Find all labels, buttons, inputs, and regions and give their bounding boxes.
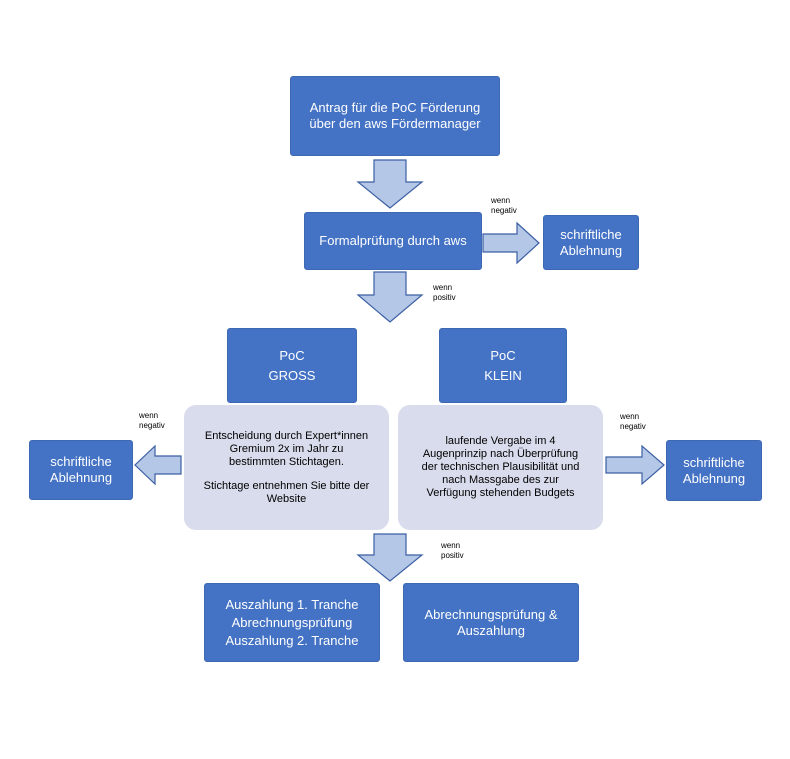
entscheidung-line-1: Entscheidung durch Expert*innen (204, 429, 369, 442)
ablehnung-right-line-2: Ablehnung (682, 470, 746, 486)
poc-gross-line-2: GROSS (268, 367, 316, 383)
arrow-down-2 (356, 271, 424, 323)
ablehnung-top-box: schriftliche Ablehnung (543, 215, 639, 270)
label-negativ-right-line-1: wenn (620, 412, 640, 421)
vergabe-box: laufende Vergabe im 4 Augenprinzip nach … (398, 405, 603, 530)
auszahlung-klein-box: Abrechnungsprüfung & Auszahlung (403, 583, 579, 662)
entscheidung-box: Entscheidung durch Expert*innen Gremium … (184, 405, 389, 530)
vergabe-line-5: Verfügung stehenden Budgets (426, 487, 575, 499)
poc-gross-box: PoC GROSS (227, 328, 357, 403)
ablehnung-left-line-1: schriftliche (50, 454, 112, 469)
ablehnung-right-box: schriftliche Ablehnung (666, 440, 762, 501)
poc-gross-line-1: PoC (279, 347, 305, 363)
ablehnung-top-line-1: schriftliche (560, 226, 622, 242)
label-negativ-right: wenn negativ (620, 412, 646, 432)
auszahlung-klein-line-1: Abrechnungsprüfung & (424, 606, 558, 622)
auszahlung-klein-line-2: Auszahlung (457, 622, 525, 638)
poc-klein-line-2: KLEIN (484, 367, 522, 383)
entscheidung-line-5: Website (266, 492, 307, 505)
label-negativ-right-line-2: negativ (620, 422, 646, 431)
label-positiv-bottom: wenn positiv (441, 541, 464, 561)
label-positiv-mid: wenn positiv (433, 283, 456, 303)
ablehnung-left-box: schriftliche Ablehnung (29, 440, 133, 500)
arrow-down-1 (356, 159, 424, 209)
entscheidung-line-4: Stichtage entnehmen Sie bitte der (203, 479, 370, 492)
formalpruefung-box: Formalprüfung durch aws (304, 212, 482, 270)
label-positiv-bottom-line-1: wenn (441, 541, 461, 550)
antrag-line-2: über den aws Fördermanager (309, 116, 481, 131)
vergabe-line-3: der technischen Plausibilität und (421, 461, 580, 473)
auszahlung-gross-line-3: Auszahlung 2. Tranche (225, 632, 359, 648)
arrow-down-3 (356, 533, 424, 582)
poc-klein-line-1: PoC (490, 347, 516, 363)
auszahlung-gross-line-1: Auszahlung 1. Tranche (225, 596, 359, 612)
label-negativ-top-line-1: wenn (491, 196, 511, 205)
label-positiv-bottom-line-2: positiv (441, 551, 464, 560)
vergabe-line-4: nach Massgabe des zur (442, 474, 559, 486)
label-negativ-top: wenn negativ (491, 196, 517, 216)
label-positiv-mid-line-1: wenn (433, 283, 453, 292)
ablehnung-right-line-1: schriftliche (683, 454, 745, 470)
antrag-line-1: Antrag für die PoC Förderung (309, 100, 481, 115)
ablehnung-left-line-2: Ablehnung (49, 470, 113, 485)
formal-line-1: Formalprüfung durch aws (319, 233, 467, 248)
poc-klein-box: PoC KLEIN (439, 328, 567, 403)
ablehnung-top-line-2: Ablehnung (559, 242, 623, 258)
vergabe-line-2: Augenprinzip nach Überprüfung (422, 448, 579, 460)
antrag-box: Antrag für die PoC Förderung über den aw… (290, 76, 500, 156)
entscheidung-line-2: Gremium 2x im Jahr zu (229, 442, 344, 455)
label-positiv-mid-line-2: positiv (433, 293, 456, 302)
label-negativ-left-line-1: wenn (139, 411, 159, 420)
arrow-right-bottom (605, 444, 665, 486)
label-negativ-left-line-2: negativ (139, 421, 165, 430)
auszahlung-gross-line-2: Abrechnungsprüfung (231, 614, 353, 630)
arrow-right-top (482, 221, 540, 265)
label-negativ-left: wenn negativ (139, 411, 165, 431)
entscheidung-line-3: bestimmten Stichtagen. (229, 455, 344, 468)
arrow-left (134, 444, 182, 486)
auszahlung-gross-box: Auszahlung 1. Tranche Abrechnungsprüfung… (204, 583, 380, 662)
vergabe-line-1: laufende Vergabe im 4 (445, 435, 556, 447)
label-negativ-top-line-2: negativ (491, 206, 517, 215)
